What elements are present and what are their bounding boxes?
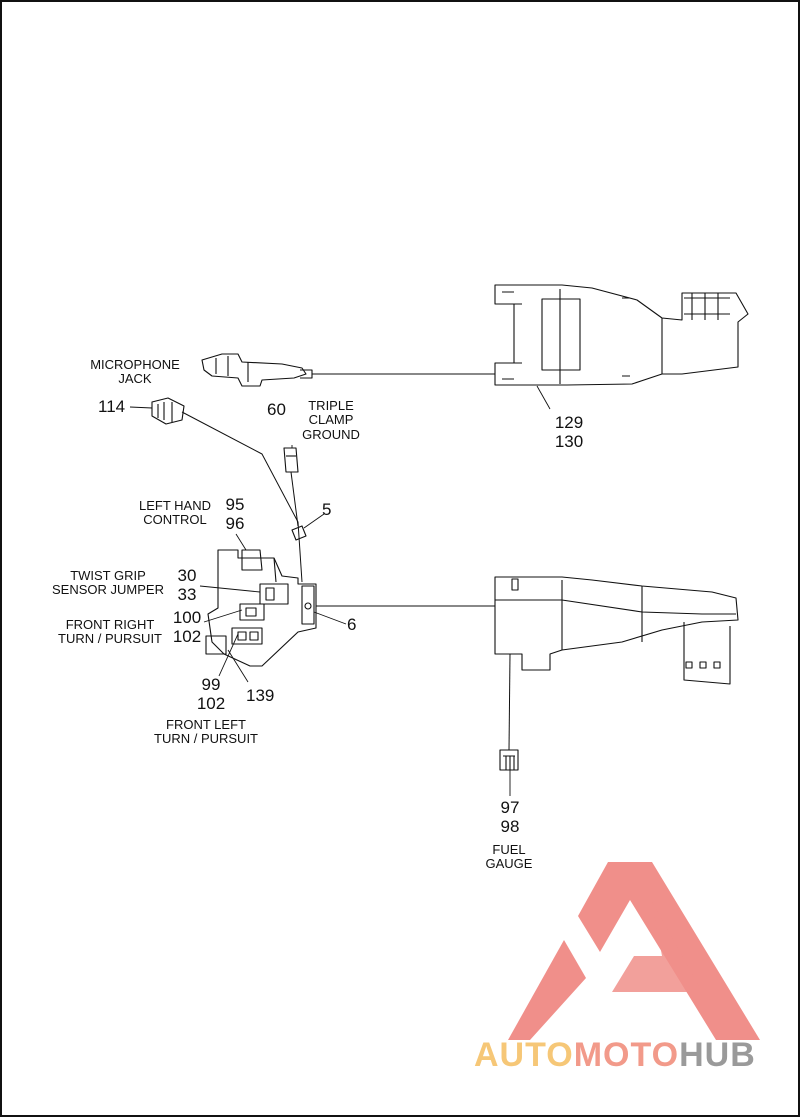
connector-114: [151, 397, 185, 425]
harness-wires: [181, 373, 511, 751]
microphone-jack-bracket: [201, 353, 313, 387]
callout-5: 5: [322, 500, 332, 519]
upper-cover-part: [494, 284, 749, 386]
watermark-logo-text: AUTOMOTOHUB: [474, 1036, 756, 1074]
watermark-logo-mark: [508, 862, 760, 1040]
callout-114: 114: [98, 397, 126, 416]
junction-bracket-139: [205, 549, 317, 667]
callout-60: 60: [267, 400, 286, 419]
ground-connector-60: [283, 447, 299, 473]
leader-lines: [129, 385, 551, 796]
lower-cover-part: [494, 576, 739, 685]
fuel-gauge-connector: [499, 749, 519, 771]
callout-139: 139: [246, 686, 275, 705]
callout-6: 6: [347, 615, 357, 634]
